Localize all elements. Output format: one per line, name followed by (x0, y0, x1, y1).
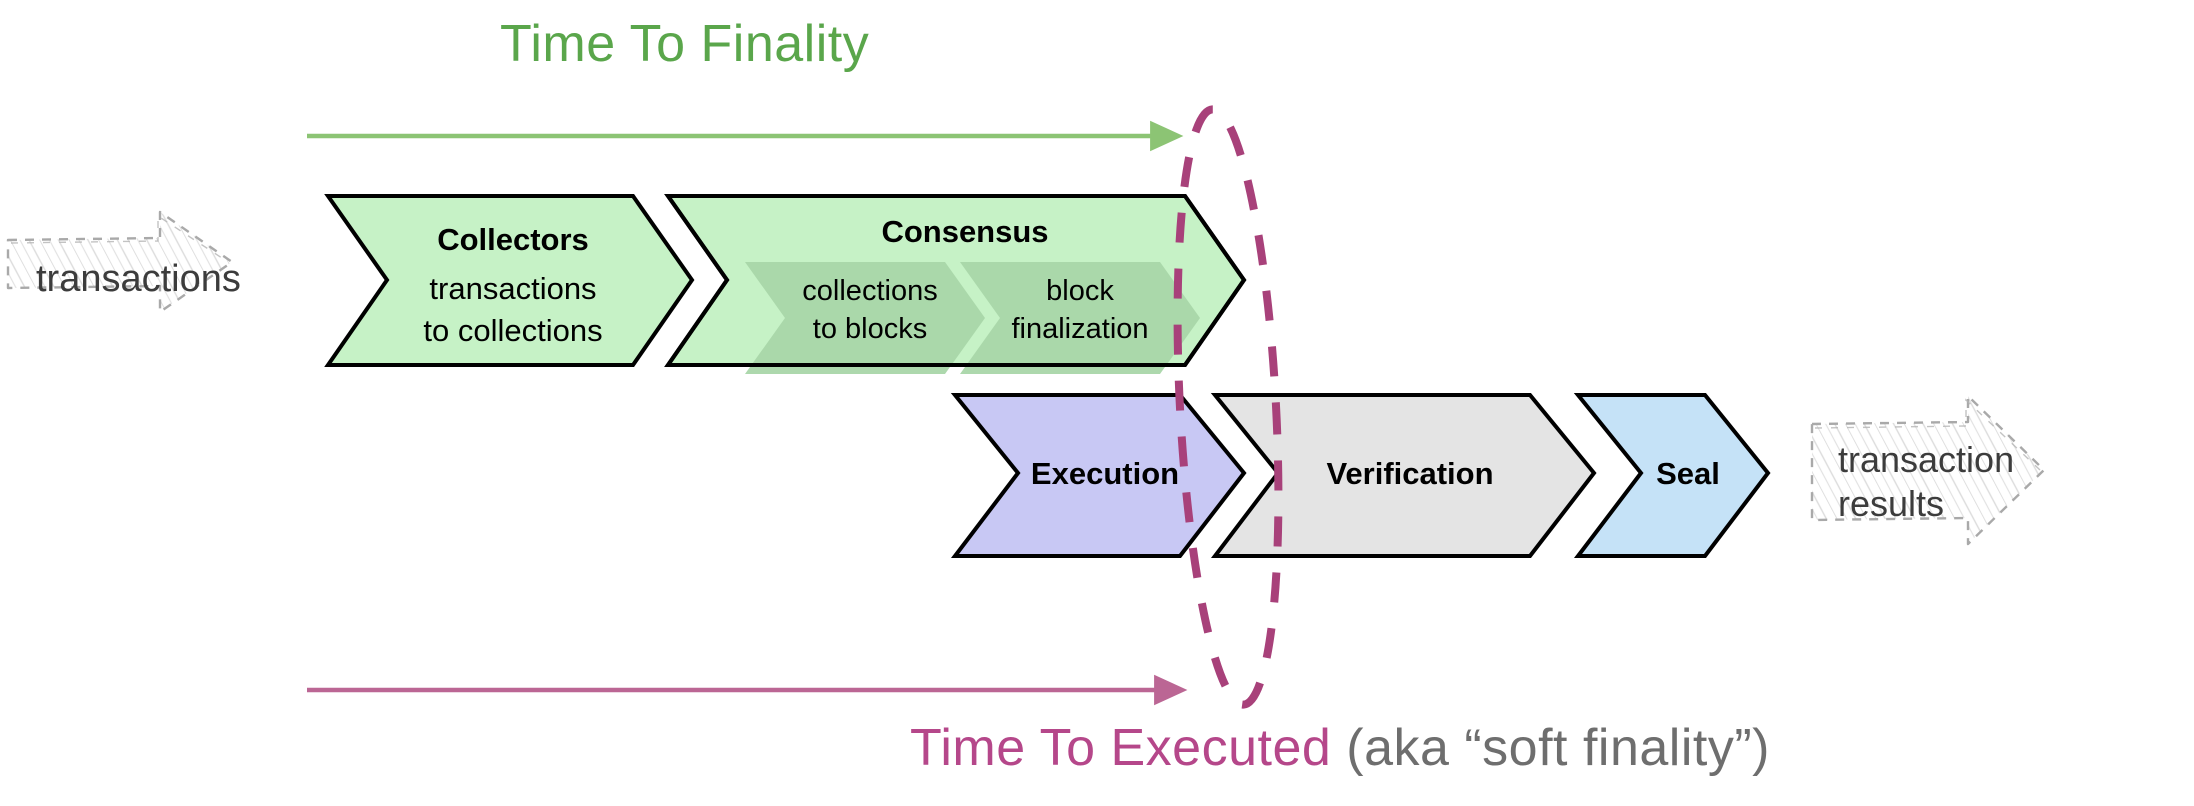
time-to-executed-title: Time To Executed (aka “soft finality”) (910, 718, 1770, 778)
time-to-executed-title-suffix: (aka “soft finality”) (1331, 719, 1770, 777)
time-to-executed-title-main: Time To Executed (910, 719, 1332, 777)
transaction-results-output-arrow (1810, 394, 2046, 546)
time-to-finality-title: Time To Finality (500, 15, 870, 73)
chevron-collections-to-blocks[interactable] (745, 262, 985, 374)
chevron-verification[interactable] (1210, 393, 1597, 558)
chevron-seal[interactable] (1573, 393, 1771, 558)
transactions-input-arrow (6, 210, 234, 314)
chevron-block-finalization[interactable] (960, 262, 1200, 374)
finality-boundary-ellipse (1173, 105, 1283, 709)
chevron-execution[interactable] (950, 393, 1247, 558)
chevron-consensus-outline (664, 194, 1247, 367)
chevron-collectors[interactable] (324, 194, 695, 367)
